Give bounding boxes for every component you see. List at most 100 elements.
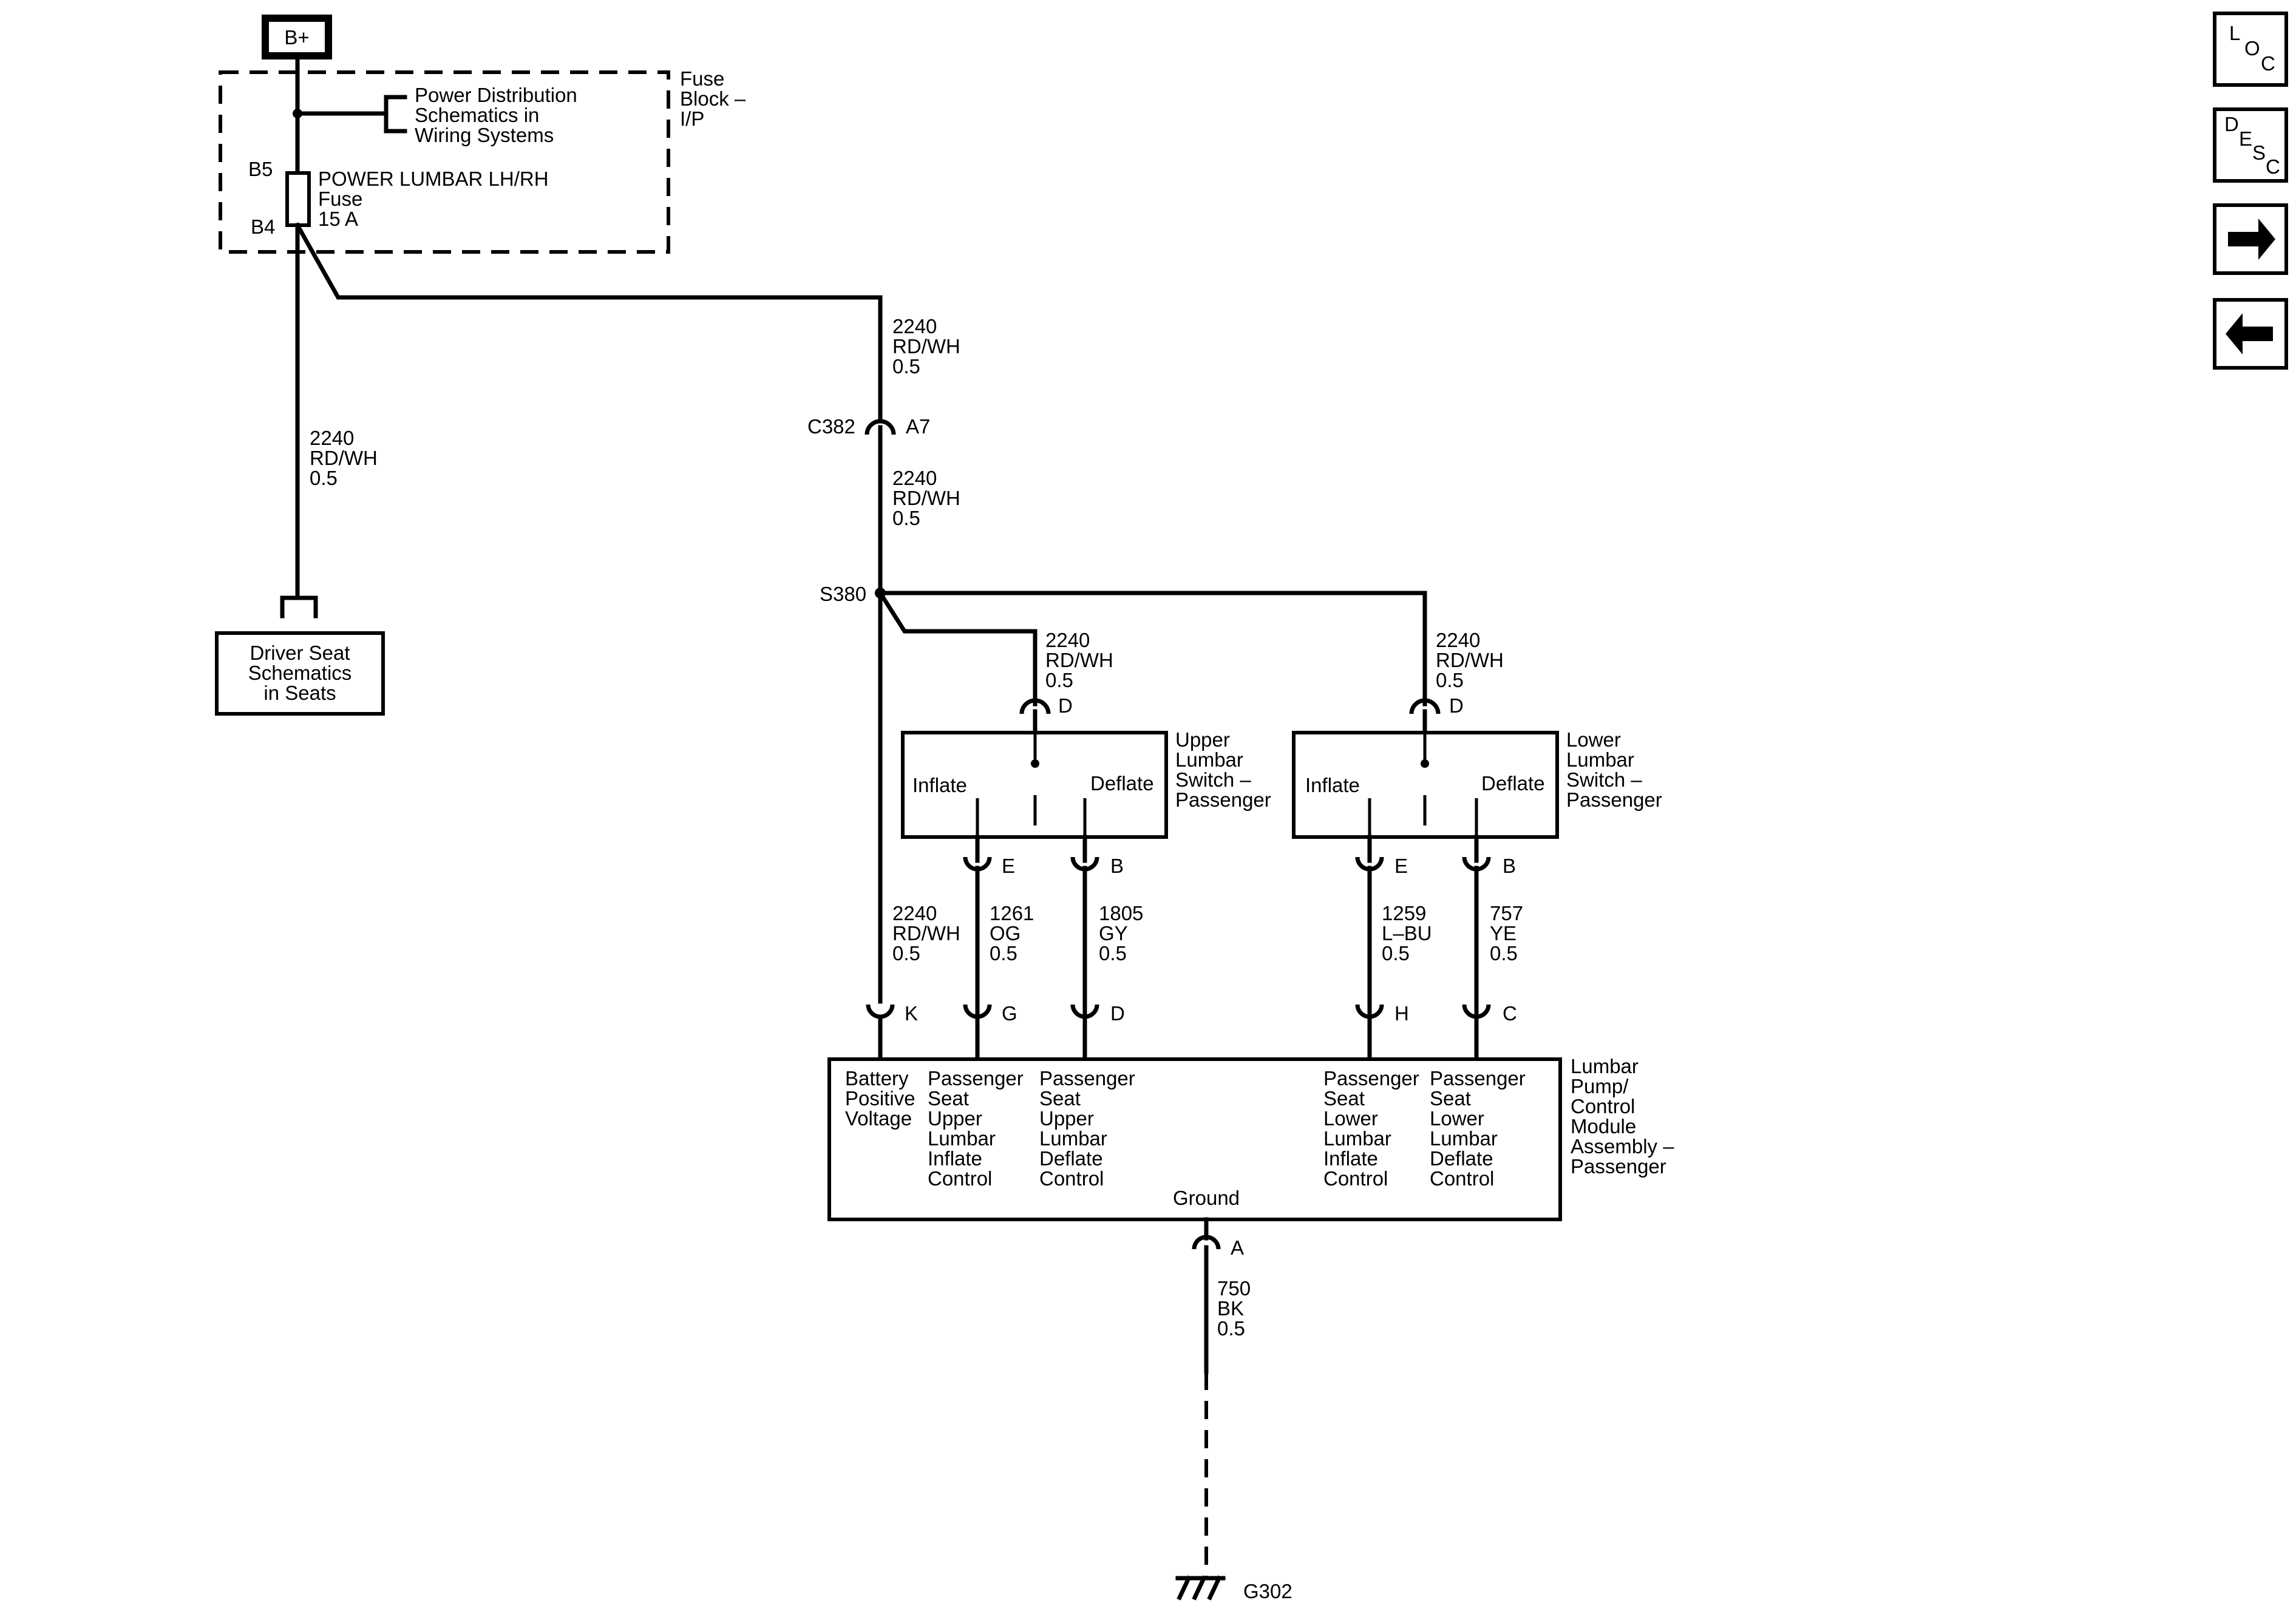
power-dist-line-1: Power Distribution [415,84,577,106]
arrow-right-icon [2228,219,2275,260]
upper-switch-inflate: Inflate [912,774,967,796]
next-page-button[interactable] [2213,203,2288,275]
ground-g302-label: G302 [1243,1580,1292,1602]
svg-text:Assembly –: Assembly – [1571,1135,1674,1158]
svg-text:O: O [2244,37,2260,59]
svg-text:0.5: 0.5 [1490,942,1518,964]
upper-lumbar-switch: D Inflate Deflate Upper Lumbar Switch – … [901,694,1271,839]
ground-pin-a: A [1231,1236,1244,1259]
fuse-name: POWER LUMBAR LH/RH [318,168,549,190]
svg-text:0.5: 0.5 [892,942,920,964]
connector-c382: C382 A7 [807,415,930,438]
svg-text:0.5: 0.5 [310,467,338,489]
svg-text:Control: Control [1571,1095,1635,1117]
svg-text:Seat: Seat [928,1087,969,1110]
svg-text:2240: 2240 [892,902,937,924]
svg-text:Control: Control [928,1167,992,1190]
svg-text:Lower: Lower [1323,1107,1378,1130]
svg-text:E: E [1002,855,1015,877]
power-source: B+ [262,15,332,59]
power-dist-line-3: Wiring Systems [415,124,554,146]
svg-text:Passenger: Passenger [1566,788,1662,811]
svg-text:RD/WH: RD/WH [1436,649,1504,671]
svg-text:S: S [2252,141,2266,164]
lower-switch-pin-d: D [1449,694,1464,717]
wire-label-upper-deflate: 1805 GY 0.5 [1099,902,1143,964]
svg-text:RD/WH: RD/WH [1045,649,1113,671]
fuse-pin-b4: B4 [251,215,275,238]
svg-text:Inflate: Inflate [928,1147,982,1170]
module-ground-label: Ground [1173,1187,1240,1209]
wire-label-left-drop: 2240 RD/WH 0.5 [310,427,378,489]
lower-switch-outputs: E B [1355,835,1516,1004]
svg-text:2240: 2240 [1436,629,1480,651]
svg-text:RD/WH: RD/WH [310,447,378,469]
svg-text:0.5: 0.5 [1099,942,1127,964]
upper-switch-outputs: E B [963,835,1124,1004]
fuse-power-lumbar: B5 B4 POWER LUMBAR LH/RH Fuse 15 A [248,158,549,238]
svg-text:0.5: 0.5 [1217,1317,1245,1340]
svg-text:Lower: Lower [1430,1107,1484,1130]
svg-text:Positive: Positive [845,1087,915,1110]
prev-page-button[interactable] [2213,298,2288,370]
svg-text:B: B [1110,855,1124,877]
svg-text:Upper: Upper [928,1107,982,1130]
lower-switch-deflate: Deflate [1481,772,1545,795]
svg-text:Lumbar: Lumbar [1039,1127,1107,1150]
svg-text:OG: OG [990,922,1021,944]
wire-label-top-feed: 2240 RD/WH 0.5 [892,315,960,378]
svg-text:0.5: 0.5 [892,355,920,378]
wire-label-after-c382: 2240 RD/WH 0.5 [892,467,960,529]
svg-text:Upper: Upper [1039,1107,1094,1130]
lower-lumbar-switch: D Inflate Deflate Lower Lumbar Switch – … [1292,694,1662,839]
svg-text:H: H [1394,1002,1409,1025]
svg-text:Switch –: Switch – [1566,768,1642,791]
svg-text:K: K [905,1002,918,1025]
svg-text:757: 757 [1490,902,1523,924]
svg-text:Passenger: Passenger [1039,1067,1135,1090]
wire-label-lower-deflate: 757 YE 0.5 [1490,902,1523,964]
svg-text:Seat: Seat [1323,1087,1365,1110]
svg-text:Passenger: Passenger [1571,1155,1666,1178]
svg-text:750: 750 [1217,1277,1251,1300]
svg-text:Lumbar: Lumbar [928,1127,996,1150]
svg-text:E: E [1394,855,1408,877]
loc-button[interactable]: L O C [2213,12,2288,87]
svg-text:Battery: Battery [845,1067,909,1090]
wire-label-lower-inflate: 1259 L–BU 0.5 [1382,902,1432,964]
svg-text:Schematics: Schematics [248,662,352,684]
ground-circuit: A 750 BK 0.5 [1192,1217,1251,1578]
svg-text:Lumbar: Lumbar [1430,1127,1498,1150]
svg-text:Inflate: Inflate [1323,1147,1378,1170]
wire-label-upper-switch-feed: 2240 RD/WH 0.5 [1045,629,1113,691]
lumbar-control-module: Battery Positive Voltage Passenger Seat … [827,1055,1674,1221]
svg-text:RD/WH: RD/WH [892,487,960,509]
splice-name: S380 [820,583,866,605]
power-distribution-reference: Power Distribution Schematics in Wiring … [415,84,577,146]
svg-text:L–BU: L–BU [1382,922,1432,944]
svg-text:Passenger: Passenger [1175,788,1271,811]
svg-text:D: D [2224,113,2239,135]
svg-text:Seat: Seat [1039,1087,1081,1110]
svg-text:C: C [2261,52,2275,75]
svg-text:Upper: Upper [1175,728,1230,751]
svg-text:1805: 1805 [1099,902,1143,924]
svg-text:Passenger: Passenger [1323,1067,1419,1090]
svg-text:Deflate: Deflate [1039,1147,1103,1170]
wire-label-upper-inflate: 1261 OG 0.5 [990,902,1034,964]
svg-text:Deflate: Deflate [1430,1147,1493,1170]
svg-text:YE: YE [1490,922,1517,944]
fuse-block-title-3: I/P [680,107,704,130]
svg-text:2240: 2240 [892,467,937,489]
wire-label-battery-to-module: 2240 RD/WH 0.5 [892,902,960,964]
svg-text:Driver Seat: Driver Seat [250,642,350,664]
svg-text:Lower: Lower [1566,728,1621,751]
svg-text:2240: 2240 [1045,629,1090,651]
svg-text:2240: 2240 [892,315,937,337]
svg-text:RD/WH: RD/WH [892,922,960,944]
upper-switch-deflate: Deflate [1090,772,1154,795]
svg-text:0.5: 0.5 [892,507,920,529]
desc-button[interactable]: D E S C [2213,107,2288,183]
svg-text:0.5: 0.5 [990,942,1017,964]
